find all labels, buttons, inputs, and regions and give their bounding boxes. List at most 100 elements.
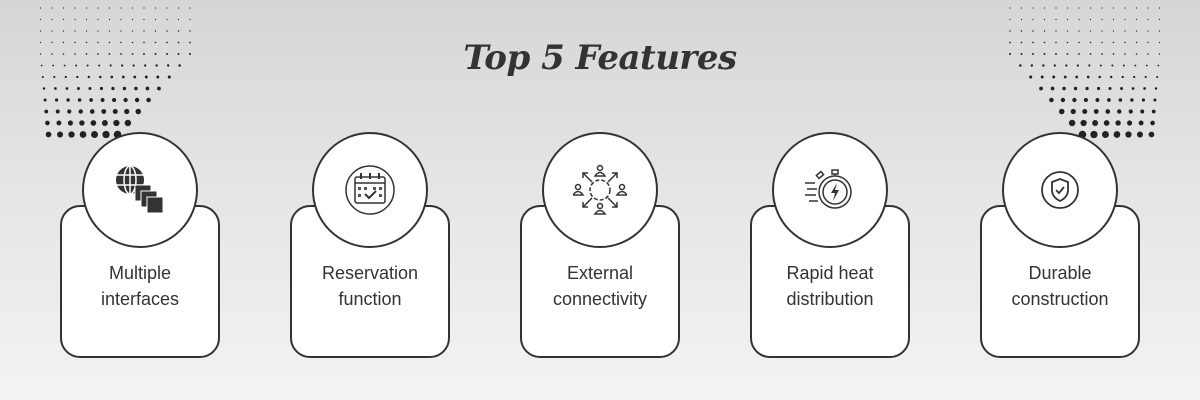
pattern-dot — [1120, 87, 1123, 90]
pattern-dot — [1115, 120, 1121, 126]
pattern-dot — [1062, 86, 1066, 91]
pattern-dot — [1158, 53, 1161, 55]
pattern-dot — [1156, 75, 1159, 79]
feature-label-line2: construction — [1011, 289, 1109, 309]
pattern-dot — [1088, 64, 1091, 67]
pattern-dot — [1124, 53, 1126, 55]
pattern-dot — [1063, 75, 1067, 79]
pattern-dot — [1059, 108, 1065, 115]
icon-circle — [82, 132, 198, 248]
pattern-dot — [123, 97, 128, 103]
pattern-dot — [1143, 87, 1146, 90]
pattern-dot — [146, 97, 151, 103]
pattern-dot — [62, 18, 65, 21]
pattern-dot — [131, 7, 134, 9]
pattern-dot — [1032, 53, 1034, 55]
pattern-dot — [41, 75, 44, 79]
pattern-dot — [121, 64, 124, 67]
pattern-dot — [1138, 120, 1144, 126]
pattern-dot — [1136, 131, 1143, 138]
pattern-dot — [1112, 53, 1115, 55]
pattern-dot — [1158, 18, 1161, 21]
pattern-dot — [65, 87, 69, 90]
pattern-dot — [74, 53, 76, 55]
pattern-dot — [66, 98, 70, 102]
pattern-dot — [166, 18, 168, 21]
pattern-dot — [45, 120, 50, 126]
pattern-dot — [54, 87, 57, 90]
pattern-dot — [76, 75, 79, 79]
pattern-dot — [39, 18, 42, 21]
pattern-dot — [1107, 98, 1111, 102]
pattern-dot — [101, 120, 108, 126]
pattern-dot — [1043, 53, 1046, 55]
pattern-dot — [1090, 130, 1098, 139]
pattern-dot — [55, 109, 60, 114]
pattern-dot — [1092, 120, 1099, 126]
feature-label-line2: function — [338, 289, 402, 309]
icon-circle — [772, 132, 888, 248]
pattern-dot — [1103, 120, 1110, 126]
pattern-dot — [74, 18, 76, 21]
pattern-dot — [134, 97, 140, 103]
icon-circle — [1002, 132, 1118, 248]
feature-card-durable-construction: Durable construction — [980, 130, 1140, 360]
pattern-dot — [1055, 18, 1057, 21]
pattern-dot — [54, 98, 59, 102]
feature-label-line1: Multiple — [108, 263, 172, 283]
pattern-dot — [166, 30, 168, 32]
pattern-dot — [1151, 109, 1156, 114]
pattern-dot — [1066, 18, 1069, 21]
pattern-dot — [143, 41, 145, 44]
pattern-dot — [62, 30, 65, 32]
pattern-dot — [120, 18, 122, 21]
pattern-dot — [51, 53, 53, 55]
pattern-dot — [1099, 64, 1102, 67]
feature-label-line2: distribution — [786, 289, 874, 309]
pattern-dot — [90, 120, 97, 126]
pattern-dot — [1052, 75, 1056, 79]
pattern-dot — [154, 41, 157, 44]
pattern-dot — [1131, 87, 1135, 90]
pattern-dot — [1153, 98, 1157, 102]
pattern-dot — [1020, 52, 1023, 56]
pattern-dot — [1101, 30, 1103, 32]
pattern-dot — [1111, 64, 1114, 67]
pattern-dot — [1020, 41, 1023, 44]
feature-label-line1: Reservation — [321, 263, 419, 283]
pattern-dot — [120, 53, 122, 55]
pattern-dot — [1089, 30, 1092, 32]
pattern-dot — [39, 41, 42, 44]
pattern-dot — [39, 7, 42, 9]
pattern-dot — [62, 41, 65, 44]
pattern-dot — [74, 41, 76, 44]
pattern-dot — [131, 41, 134, 44]
pattern-dot — [189, 30, 191, 32]
pattern-dot — [1008, 52, 1012, 56]
pattern-dot — [189, 7, 191, 9]
pattern-dot — [43, 98, 47, 102]
pattern-dot — [1147, 41, 1149, 44]
pattern-dot — [1135, 7, 1138, 9]
pattern-dot — [1147, 30, 1149, 32]
pattern-dot — [1158, 7, 1161, 9]
pattern-dot — [62, 53, 65, 55]
pattern-dot — [1032, 41, 1034, 44]
pattern-dot — [1055, 41, 1057, 44]
feature-label-line1: Durable — [1028, 263, 1092, 283]
pattern-dot — [154, 7, 157, 9]
pattern-dot — [88, 86, 92, 91]
pattern-dot — [1135, 18, 1138, 21]
pattern-dot — [111, 86, 115, 91]
pattern-dot — [1020, 7, 1023, 9]
pattern-dot — [77, 87, 80, 90]
pattern-dot — [122, 86, 127, 91]
pattern-dot — [1078, 30, 1080, 32]
pattern-dot — [102, 130, 110, 139]
pattern-dot — [1076, 64, 1079, 67]
pattern-dot — [1055, 53, 1057, 55]
globe-windows-icon — [116, 165, 164, 214]
pattern-dot — [51, 18, 53, 21]
pattern-dot — [1080, 119, 1087, 127]
